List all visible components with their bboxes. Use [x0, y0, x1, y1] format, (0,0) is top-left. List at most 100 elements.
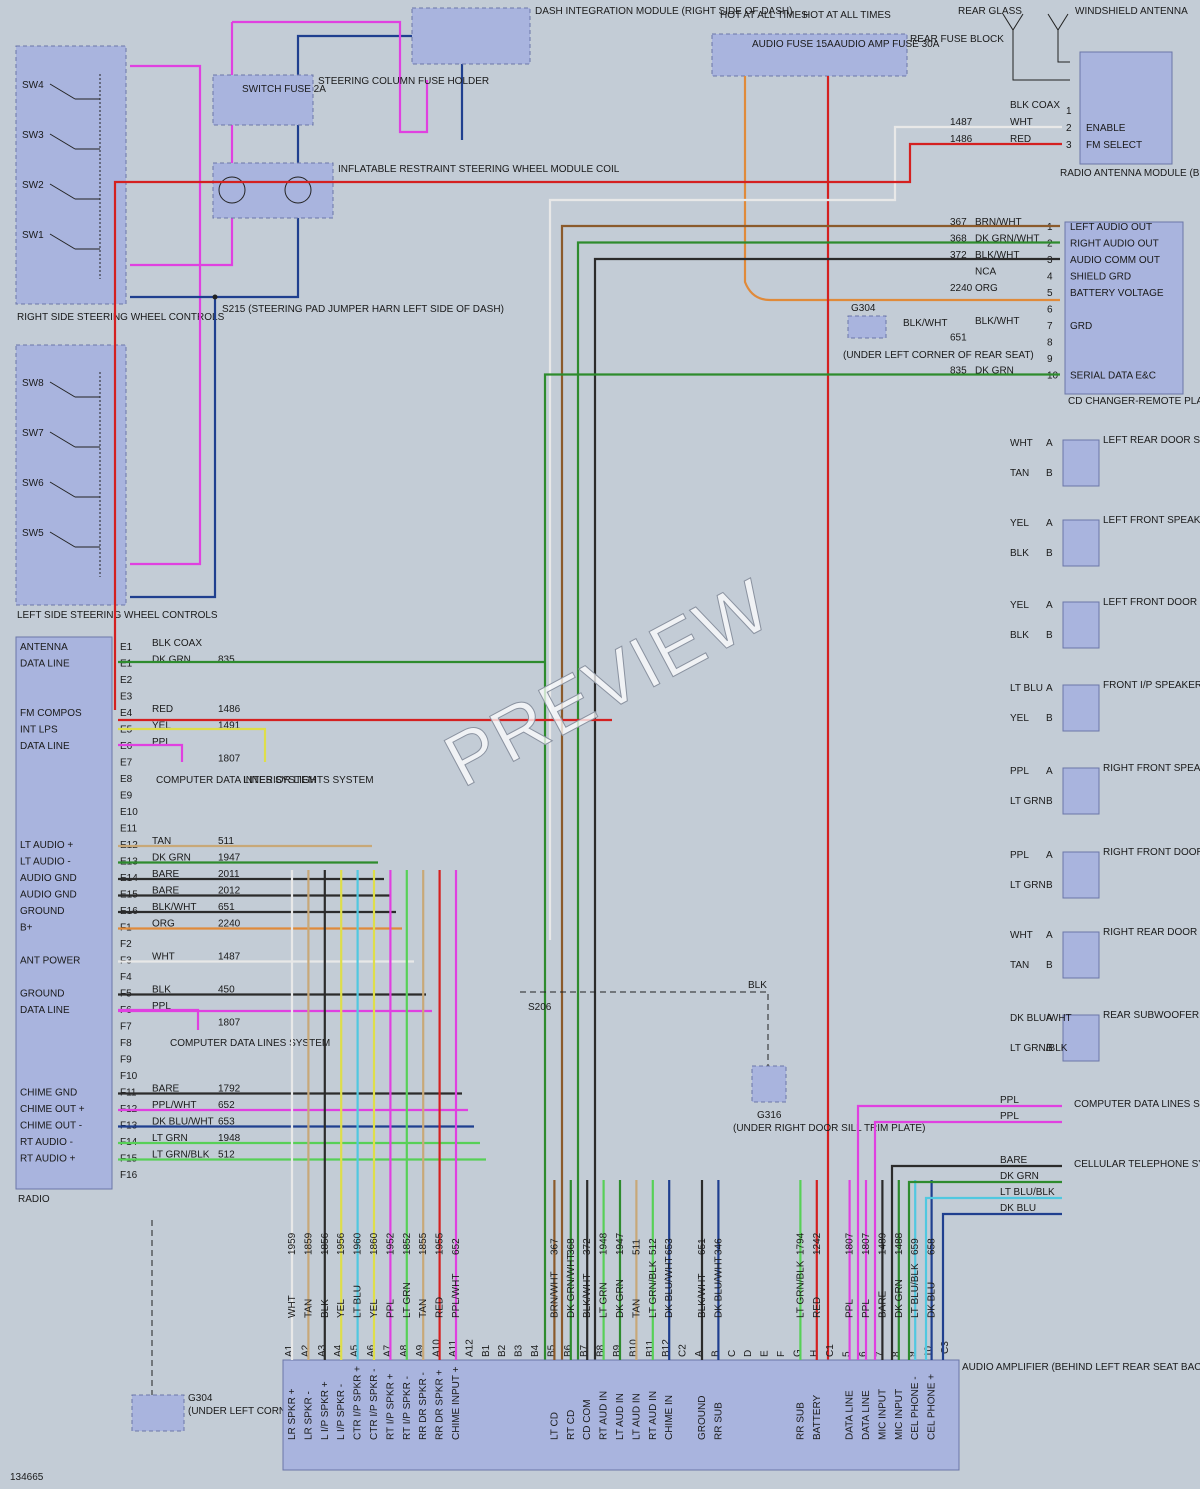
speaker-label: RIGHT REAR DOOR SPEAKER [1103, 927, 1200, 938]
amp-pin-number: A12 [464, 1339, 475, 1357]
cdc-pin-number: 3 [1047, 255, 1053, 266]
cdls2-label: COMPUTER DATA LINES SYSTEM [170, 1038, 330, 1049]
radio-pin-number: E1 [120, 642, 133, 653]
radio-pin-label: DATA LINE [20, 741, 70, 752]
speaker-icon [1062, 851, 1100, 899]
switch-label: SW2 [22, 180, 44, 191]
radio-pin-label: RT AUDIO - [20, 1137, 73, 1148]
radio-pin-label: FM COMPOS [20, 708, 82, 719]
amp-circuit-number: 1852 [402, 1232, 413, 1255]
coil-icon [218, 176, 246, 204]
coil-icon [284, 176, 312, 204]
amp-circuit-number: 1794 [795, 1232, 806, 1255]
amp-pin-label: CTR I/P SPKR + [353, 1366, 364, 1440]
radio-pin-label: LT AUDIO - [20, 857, 71, 868]
speaker-icon [1062, 767, 1100, 815]
radio-wire-color: PPL/WHT [152, 1100, 196, 1111]
cdc-pin-label: AUDIO COMM OUT [1070, 255, 1160, 266]
switch-contact [49, 431, 76, 448]
amp-pin-number: B6 [563, 1344, 574, 1357]
speaker-wire-b: TAN [1010, 468, 1029, 479]
amp-pin-number: B9 [612, 1344, 623, 1357]
amp-circuit-number: 1956 [336, 1232, 347, 1255]
radio-pin-number: F10 [120, 1071, 138, 1082]
radio-circuit-number: 2240 [218, 919, 241, 930]
cdc-wire-color: ORG [975, 283, 998, 294]
amp-wire-color: PPL [385, 1299, 396, 1318]
radio-pin-number: F8 [120, 1038, 132, 1049]
amp-connector: C3 [940, 1341, 951, 1354]
cdc-pin-label: LEFT AUDIO OUT [1070, 222, 1152, 233]
amp-wire-color: RED [435, 1297, 446, 1318]
amp-pin-label: RT AUD IN [599, 1391, 610, 1440]
radio-circuit-number: 1487 [218, 952, 241, 963]
cdc-pin-label: SHIELD GRD [1070, 272, 1131, 283]
speaker-pin-a: A [1046, 518, 1053, 529]
amp-circuit-number: 1952 [385, 1232, 396, 1255]
amp-wire-color: LT BLU/BLK [910, 1263, 921, 1318]
amp-pin-label: CEL PHONE + [927, 1374, 938, 1440]
speaker-wire-a: WHT [1010, 438, 1033, 449]
amp-pin-number: 6 [858, 1351, 869, 1357]
switch-label: SW1 [22, 230, 44, 241]
amp-wire-color: DK BLU [927, 1282, 938, 1318]
amp-pin-number: E [760, 1350, 771, 1357]
speaker-pin-b: B [1046, 713, 1053, 724]
amp-circuit-number: 1489 [877, 1232, 888, 1255]
hot-label-2: HOT AT ALL TIMES [803, 10, 891, 21]
speaker-pin-b: B [1046, 630, 1053, 641]
right-swc-label: RIGHT SIDE STEERING WHEEL CONTROLS [17, 312, 225, 323]
radio-pin-number: E6 [120, 741, 133, 752]
radio-pin-label: GROUND [20, 906, 64, 917]
amp-circuit-number: 653 [664, 1238, 675, 1255]
speaker-wire-a: DK BLU/WHT [1010, 1013, 1072, 1024]
amp-pin-label: RT AUD IN [648, 1391, 659, 1440]
amp-pin-label: BATTERY [812, 1394, 823, 1440]
amp-circuit-number: 346 [713, 1238, 724, 1255]
ils-label: INTERIOR LIGHTS SYSTEM [243, 775, 374, 786]
ram-pin-label: ENABLE [1086, 123, 1126, 134]
srs-coil-label: INFLATABLE RESTRAINT STEERING WHEEL MODU… [338, 164, 620, 175]
radio-pin-number: F9 [120, 1055, 132, 1066]
amp-pin-label: RT I/P SPKR - [402, 1376, 413, 1440]
wire-wht-1487 [548, 125, 1062, 940]
radio-wire-color: BLK/WHT [152, 902, 196, 913]
cdc-pin-number: 5 [1047, 288, 1053, 299]
amp-pin-label: CHIME INPUT + [451, 1366, 462, 1440]
amp-pin-label: RR SUB [795, 1402, 806, 1440]
cdc-circuit-number: 372 [950, 250, 967, 261]
radio-pin-label: DATA LINE [20, 659, 70, 670]
radio-pin-label: ANTENNA [20, 642, 68, 653]
amp-pin-number: C1 [825, 1344, 836, 1357]
cdc-circuit-number: 2240 [950, 283, 973, 294]
speaker-wire-b: LT GRN/BLK [1010, 1043, 1068, 1054]
cdc-circuit-number: 368 [950, 234, 967, 245]
audio-fuse-label: AUDIO FUSE 15A [752, 39, 834, 50]
cdc-pin-number: 9 [1047, 354, 1053, 365]
switch-label: SW7 [22, 428, 44, 439]
amp-pin-number: A7 [382, 1344, 393, 1357]
amp-circuit-number: 659 [910, 1238, 921, 1255]
radio-circuit-number: 1792 [218, 1084, 241, 1095]
amp-out-system: COMPUTER DATA LINES SYSTEM [1074, 1099, 1200, 1110]
radio-wire-color: DK BLU/WHT [152, 1117, 214, 1128]
speaker-pin-a: A [1046, 930, 1053, 941]
cdc-circuit-number: 835 [950, 366, 967, 377]
fuse-holder-label: STEERING COLUMN FUSE HOLDER [318, 76, 489, 87]
amp-pin-label: RR SUB [713, 1402, 724, 1440]
speaker-pin-a: A [1046, 683, 1053, 694]
amp-wire-color: DK GRN [894, 1279, 905, 1318]
radio-wire-color: TAN [152, 836, 171, 847]
radio-circuit-number: 1491 [218, 721, 241, 732]
amp-pin-number: C2 [678, 1344, 689, 1357]
amp-circuit-number: 1860 [369, 1232, 380, 1255]
amp-box [282, 1359, 960, 1471]
cdc-pin-number: 1 [1047, 222, 1053, 233]
speaker-pin-a: A [1046, 1013, 1053, 1024]
speaker-wire-b: BLK [1010, 630, 1029, 641]
amp-circuit-number: 1955 [435, 1232, 446, 1255]
amp-circuit-number: 512 [648, 1238, 659, 1255]
